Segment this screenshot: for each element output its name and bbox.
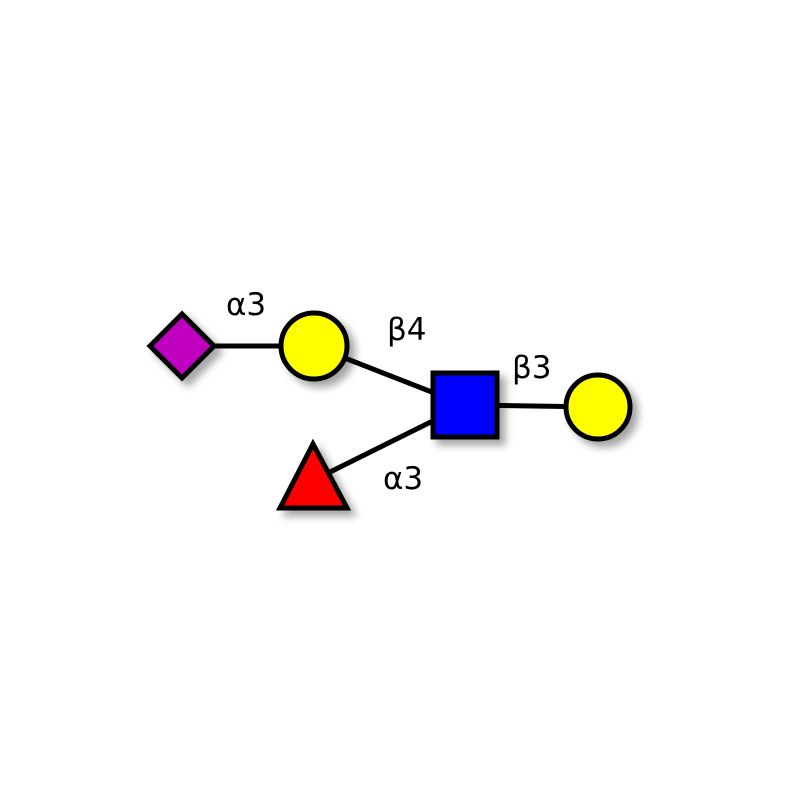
linkage-label-alpha3-neu5ac: α3 (226, 287, 266, 323)
linkage-label-alpha3-fuc: α3 (383, 461, 423, 497)
glcnac-square (430, 370, 500, 440)
linkage-label-beta4: β4 (387, 312, 427, 348)
fucose-triangle (275, 438, 352, 511)
galactose-circle-2 (563, 372, 633, 442)
neu5ac-diamond (146, 310, 218, 382)
linkage-label-beta3: β3 (512, 350, 552, 386)
galactose-circle (278, 310, 350, 382)
